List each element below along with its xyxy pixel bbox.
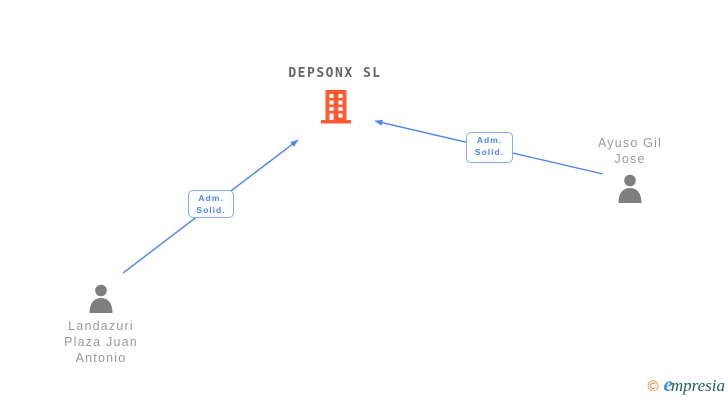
person-name-left-line2: Plaza Juan	[64, 335, 138, 349]
building-icon	[321, 90, 351, 124]
brand-logo: © empresia	[647, 372, 725, 397]
person-icon	[618, 174, 642, 203]
brand-initial: e	[663, 372, 673, 396]
copyright-icon: ©	[647, 378, 659, 395]
person-icon	[89, 284, 113, 313]
edge-label-right-line1: Adm.	[476, 135, 503, 145]
brand-wordmark: empresia	[664, 372, 725, 397]
person-name-right-line1: Ayuso Gil	[597, 136, 663, 150]
person-name-left-line1: Landazuri	[68, 319, 134, 333]
brand-rest: mpresia	[670, 376, 725, 395]
person-name-right-line2: Jose	[614, 152, 646, 166]
edge-label-left-line2: Solid.	[196, 204, 226, 215]
person-name-left: Landazuri Plaza Juan Antonio	[21, 318, 181, 366]
edge-label-right: Adm. Solid.	[466, 132, 513, 163]
edge-label-right-line2: Solid.	[474, 146, 505, 157]
person-name-right: Ayuso Gil Jose	[550, 135, 710, 167]
edge-label-left-line1: Adm.	[198, 193, 224, 203]
edge-label-left: Adm. Solid.	[188, 190, 234, 218]
person-name-left-line3: Antonio	[75, 351, 127, 365]
company-name: DEPSONX SL	[288, 66, 382, 81]
